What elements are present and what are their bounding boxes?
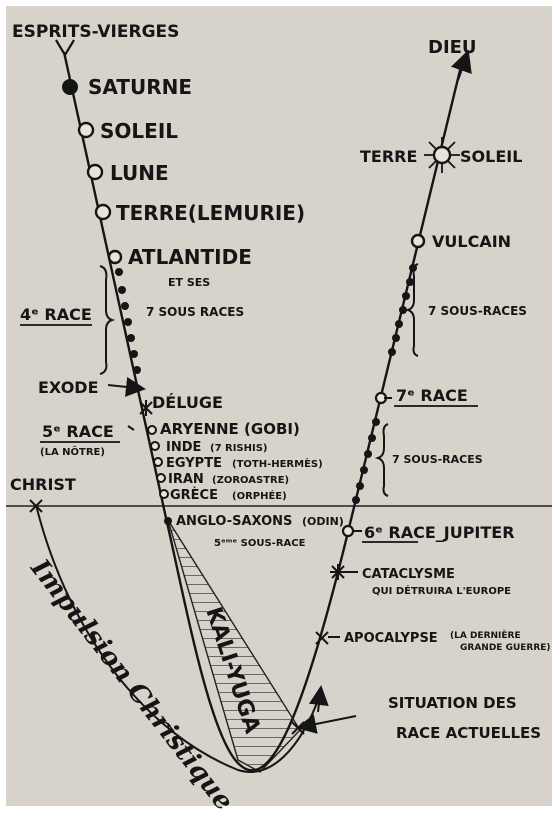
exode-arrow: [107, 376, 146, 397]
evolution-curve: [62, 51, 464, 772]
sixth-race-dots: [352, 418, 380, 504]
deluge-star: [139, 400, 153, 416]
label-sous-races-left: 7 SOUS RACES: [146, 305, 244, 319]
label-race-4: 4ᵉ RACE: [20, 305, 92, 324]
esprits-vierges-mark: [55, 39, 75, 58]
label-anglo-saxons: ANGLO-SAXONS: [176, 514, 292, 529]
label-deluge: DÉLUGE: [152, 393, 223, 412]
label-esprits-vierges: ESPRITS-VIERGES: [12, 22, 179, 42]
label-saturne: SATURNE: [88, 75, 192, 99]
label-sous-races-right-top: 7 SOUS-RACES: [428, 304, 527, 318]
label-apocalypse-note-1: (LA DERNIÈRE: [450, 629, 521, 641]
label-situation-1: SITUATION DES: [388, 694, 517, 712]
label-race-6-jupiter: 6ᵉ RACE_JUPITER: [364, 523, 515, 542]
label-grece-note: (ORPHÉE): [232, 489, 287, 502]
label-sous-race-5: 5ᵉᵐᵉ SOUS-RACE: [214, 538, 306, 549]
label-aryenne: ARYENNE (GOBI): [160, 420, 300, 438]
label-iran: IRAN: [168, 472, 204, 487]
label-cataclysme: CATACLYSME: [362, 567, 455, 582]
label-exode: EXODE: [38, 378, 99, 397]
label-inde: INDE: [166, 440, 201, 455]
label-et-ses: ET SES: [168, 276, 210, 289]
label-sous-races-right-bottom: 7 SOUS-RACES: [392, 453, 483, 466]
label-apocalypse: APOCALYPSE: [344, 631, 438, 646]
dieu-arrow: [450, 49, 472, 81]
label-egypte: EGYPTE: [166, 456, 222, 471]
label-iran-note: (ZOROASTRE): [212, 475, 289, 486]
vulcain-node: [410, 233, 426, 249]
label-vulcain: VULCAIN: [432, 232, 511, 251]
christ-impulse-arrow: [308, 685, 329, 713]
label-grece: GRÈCE: [170, 487, 218, 503]
cataclysme-star: [330, 564, 346, 580]
label-situation-2: RACE ACTUELLES: [396, 724, 541, 742]
atlantide-node: [107, 249, 123, 265]
label-atlantide: ATLANTIDE: [128, 245, 252, 269]
fourth-race-brace: [99, 265, 116, 375]
christ-impulse-curve: [35, 504, 321, 773]
label-soleil-left: SOLEIL: [100, 119, 178, 143]
kali-yuga-region: [167, 519, 301, 773]
terre-lemurie-node: [94, 203, 112, 221]
label-dieu: DIEU: [428, 37, 477, 58]
label-odin: (ODIN): [302, 515, 344, 528]
christ-cross: [29, 499, 43, 513]
lune-node: [86, 163, 104, 181]
soleil-right-sun: [424, 137, 460, 173]
label-cataclysme-note: QUI DÉTRUIRA L'EUROPE: [372, 584, 511, 597]
soleil-left-node: [77, 121, 95, 139]
label-apocalypse-note-2: GRANDE GUERRE): [460, 643, 551, 653]
right-upper-brace: [404, 263, 419, 357]
label-terre-lemurie: TERRE(LEMURIE): [116, 201, 305, 225]
fifth-race-nodes: [147, 425, 169, 499]
fourth-race-dots: [115, 268, 141, 374]
label-soleil-right: SOLEIL: [460, 147, 522, 166]
right-lower-brace: [374, 423, 389, 497]
apocalypse-cross: [315, 631, 329, 645]
label-lune: LUNE: [110, 161, 169, 185]
label-race-5: 5ᵉ RACE: [42, 422, 114, 441]
saturne-node: [62, 79, 78, 95]
label-terre-right: TERRE: [360, 147, 417, 166]
sixth-race-node: [341, 524, 355, 538]
anglo-saxons-node: [164, 517, 172, 525]
fifth-race-brace: [127, 425, 135, 431]
label-inde-note: (7 RISHIS): [210, 443, 268, 454]
situation-arrow: [296, 714, 357, 734]
seventh-race-dots-upper: [388, 264, 417, 356]
label-christ: CHRIST: [10, 475, 76, 494]
label-la-notre: (LA NÔTRE): [40, 445, 105, 458]
label-egypte-note: (TOTH-HERMÈS): [232, 457, 323, 470]
label-race-7: 7ᵉ RACE: [396, 386, 468, 405]
